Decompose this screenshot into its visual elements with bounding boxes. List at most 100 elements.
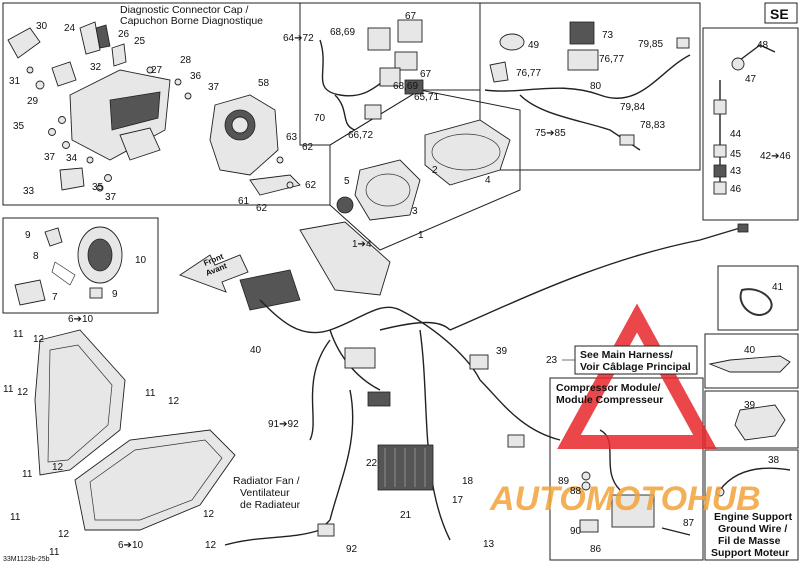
figure-code: 33M1123b-25b — [3, 556, 50, 563]
callout: 49 — [528, 40, 540, 51]
note-engine-2: Ground Wire / — [718, 523, 787, 535]
switch-assembly — [484, 21, 691, 151]
se-badge-frame — [764, 2, 798, 24]
callout: 39 — [496, 346, 508, 357]
callout: 3 — [412, 206, 418, 217]
callout: 11 — [10, 512, 21, 523]
callout: 27 — [151, 65, 163, 76]
callout: 17 — [452, 495, 464, 506]
callout: 80 — [590, 81, 602, 92]
callout: 37 — [44, 152, 56, 163]
callout: 67 — [420, 69, 432, 80]
callout: 9 — [112, 289, 118, 300]
main-harness — [239, 221, 749, 541]
callout: 64➔72 — [283, 33, 314, 44]
callout: 13 — [483, 539, 495, 550]
headlight-right — [74, 429, 236, 531]
watermark: AUTOMOTOHUB — [489, 303, 761, 518]
callout: 47 — [745, 74, 757, 85]
callout: 12 — [52, 462, 64, 473]
note-main-harness-fr: Voir Câblage Principal — [580, 361, 691, 373]
switch-frame — [479, 2, 701, 171]
radiator-fan-wiring — [224, 519, 335, 546]
callout: 91➔92 — [268, 419, 299, 430]
callout: 48 — [757, 40, 769, 51]
callout: 44 — [730, 129, 742, 140]
callouts: 30 24 26 25 31 32 29 27 28 36 37 35 37 3… — [3, 11, 791, 558]
callout: 46 — [730, 184, 742, 195]
callout: 11 — [13, 329, 24, 340]
callout: 73 — [602, 30, 614, 41]
callout: 32 — [90, 62, 102, 73]
cable-clamp — [739, 288, 773, 316]
callout: 70 — [314, 113, 326, 124]
callout: 30 — [36, 21, 48, 32]
callout: 11 — [3, 384, 14, 395]
callout: 31 — [9, 76, 21, 87]
relay-harness — [319, 19, 424, 131]
note-diag-cap-en: Diagnostic Connector Cap / — [120, 4, 248, 16]
callout: 7 — [52, 292, 58, 303]
steering-motor — [209, 94, 301, 196]
front-arrow: Front Avant — [179, 252, 249, 293]
ground-wire — [715, 467, 791, 497]
se-badge: SE — [770, 6, 789, 22]
callout: 90 — [570, 526, 582, 537]
gauge-assembly — [336, 119, 511, 221]
callout: 4 — [485, 175, 491, 186]
compressor-frame — [549, 377, 704, 561]
callout: 12 — [205, 540, 217, 551]
callout: 18 — [462, 476, 474, 487]
callout: 39 — [744, 400, 756, 411]
callout: 10 — [135, 255, 147, 266]
sensor-frame — [702, 27, 799, 221]
callout: 68,69 — [330, 27, 355, 38]
headlight-left — [34, 329, 126, 476]
callout: 11 — [49, 547, 60, 558]
callout: 43 — [730, 166, 742, 177]
callout: 1 — [418, 230, 424, 241]
callout: 22 — [366, 458, 378, 469]
note-engine-3: Fil de Masse — [718, 535, 781, 547]
callout: 40 — [744, 345, 756, 356]
callout: 29 — [27, 96, 39, 107]
note-engine-4: Support Moteur — [711, 547, 789, 559]
callout: 62 — [302, 142, 314, 153]
callout: 89 — [558, 476, 570, 487]
callout: 12 — [33, 334, 45, 345]
callout: 78,83 — [640, 120, 665, 131]
headlamp-bulb-parts — [14, 226, 123, 306]
note-main-harness-en: See Main Harness/ — [580, 349, 673, 361]
callout: 6➔10 — [118, 540, 144, 551]
callout: 88 — [570, 486, 582, 497]
callout: 33 — [23, 186, 35, 197]
callout: 61 — [238, 196, 250, 207]
note-radiator-1: Radiator Fan / — [233, 475, 300, 487]
callout: 11 — [22, 469, 33, 480]
clamp-frame — [717, 265, 799, 331]
callout: 65,71 — [414, 92, 439, 103]
steering-console-assembly — [7, 21, 192, 192]
callout: 45 — [730, 149, 742, 160]
note-compressor-en: Compressor Module/ — [556, 382, 661, 394]
note-diag-cap-fr: Capuchon Borne Diagnostique — [120, 15, 263, 27]
callout: 63 — [286, 132, 298, 143]
callout: 75➔85 — [535, 128, 566, 139]
headlamp-bulb-frame — [2, 217, 159, 314]
callout: 62 — [256, 203, 268, 214]
callout: 68,69 — [393, 81, 418, 92]
ground-wire-frame — [704, 449, 799, 561]
sensor-assembly — [713, 44, 776, 195]
clip-frame — [704, 390, 799, 449]
callout: 41 — [772, 282, 784, 293]
callout: 76,77 — [516, 68, 541, 79]
callout: 21 — [400, 510, 412, 521]
retaining-clip — [734, 404, 786, 441]
callout: 26 — [118, 29, 130, 40]
callout: 12 — [203, 509, 215, 520]
callout: 79,84 — [620, 102, 645, 113]
callout: 5 — [344, 176, 350, 187]
callout: 12 — [17, 387, 29, 398]
callout: 79,85 — [638, 39, 663, 50]
